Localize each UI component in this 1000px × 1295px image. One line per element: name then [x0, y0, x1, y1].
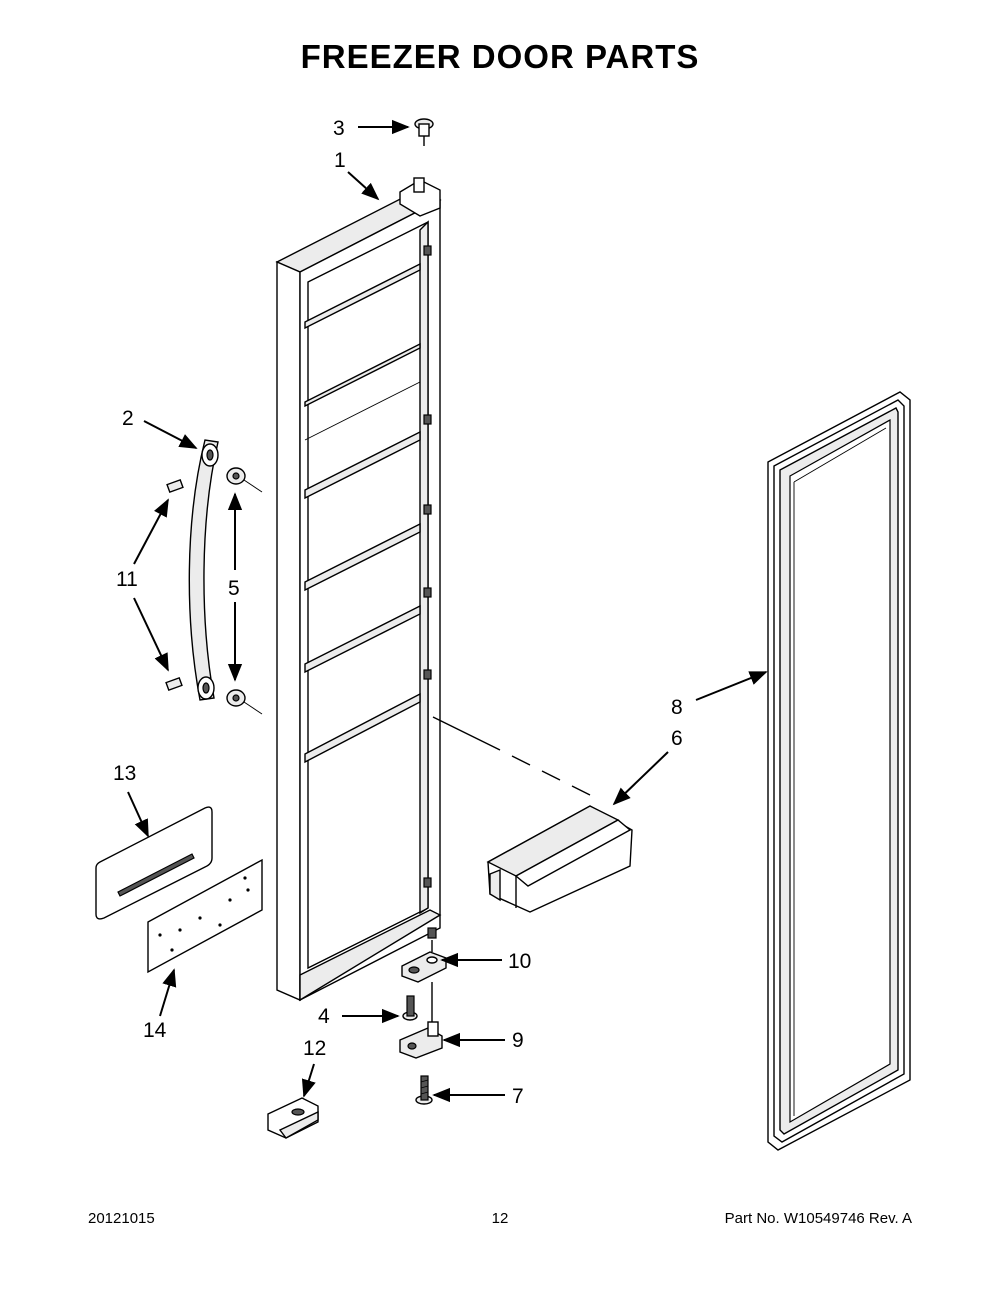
callout-5: 5: [228, 577, 240, 600]
callout-13: 13: [113, 762, 136, 785]
footer-page-number: 12: [491, 1210, 509, 1227]
door-bin-part-6: [486, 805, 633, 913]
callout-8: 8: [671, 696, 683, 719]
bin-placement-leader: [432, 716, 591, 796]
callout-12: 12: [303, 1037, 326, 1060]
control-board-part-14: [147, 858, 263, 974]
door-gasket-part-8: [767, 391, 911, 1151]
callout-4: 4: [318, 1005, 330, 1028]
callout-2: 2: [122, 407, 134, 430]
hinge-pin-part-9: [399, 982, 443, 1059]
callout-14: 14: [143, 1019, 167, 1042]
door-shelf-rails: [304, 262, 421, 764]
door-handle-part-2: [188, 439, 219, 701]
footer-date: 20121015: [88, 1210, 155, 1227]
callout-7: 7: [512, 1085, 524, 1108]
callout-9: 9: [512, 1029, 524, 1052]
screw-part-7: [415, 1075, 433, 1105]
callout-labels: 3 1 2 5 11 13 14 8 6 10 4 9 12 7: [113, 117, 683, 1108]
door-bin-clips: [423, 245, 432, 888]
handle-spacer-part-5: [226, 467, 263, 715]
footer-part-number: Part No. W10549746 Rev. A: [724, 1210, 912, 1227]
handle-set-screw-part-11: [165, 478, 184, 692]
callout-6: 6: [671, 727, 683, 750]
cover-plate-part-13: [95, 806, 213, 920]
hinge-shim-part-12: [267, 1097, 319, 1139]
callout-3: 3: [333, 117, 345, 140]
diagram-title: FREEZER DOOR PARTS: [300, 38, 700, 75]
callout-arrows: [127, 119, 768, 1103]
callout-10: 10: [508, 950, 531, 973]
freezer-door-part-1: [275, 177, 442, 1002]
callout-1: 1: [334, 149, 346, 172]
hinge-bushing-part-3: [414, 118, 434, 146]
lower-hinge-bracket-part-10: [401, 927, 447, 983]
hinge-screw-part-4: [402, 995, 418, 1021]
callout-11: 11: [116, 568, 138, 591]
